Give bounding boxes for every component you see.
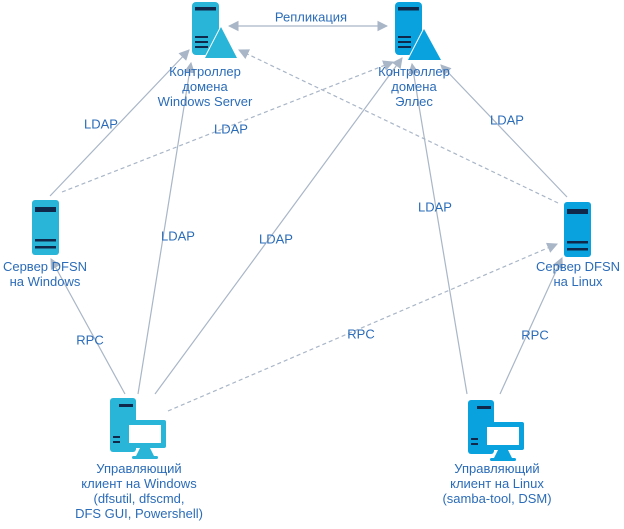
client-linux-label: Управляющий клиент на Linux (samba-tool,… [442,461,551,506]
edge-ldap-dfsn-windows-to-dc-windows [49,49,190,197]
client-windows-label: Управляющий клиент на Windows (dfsutil, … [75,461,203,521]
client-windows-workstation-icon [110,398,166,459]
dfsn-linux-label: Сервер DFSN на Linux [536,259,620,289]
dc-windows-label-line: домена [182,79,228,94]
replication-edge-label: Репликация [274,9,348,25]
dc-windows-label-line: Контроллер [169,64,241,79]
client-linux-label-line: Управляющий [454,461,540,476]
dfsn-windows-label-line: на Windows [9,274,81,289]
dc-windows-label-line: Windows Server [157,94,253,109]
ldap-label-client-linux-dc-elles: LDAP [418,199,452,215]
domain-controller-elles-icon [395,2,443,61]
rpc-label-client-linux-dfsn-linux: RPC [521,327,549,343]
dfsn-linux-label-line: Сервер DFSN [535,259,621,274]
ldap-label-client-windows-dc-elles: LDAP [259,231,293,247]
ldap-label-client-windows-dc-windows: LDAP [161,228,195,244]
client-windows-label-line: (dfsutil, dfscmd, [93,491,185,506]
dc-windows-label: Контроллер домена Windows Server [158,64,253,109]
edge-ldap-dfsn-linux-to-dc-elles [440,64,568,198]
dc-elles-label: Контроллер домена Эллес [378,64,450,109]
dc-elles-label-line: домена [391,79,437,94]
dfsn-windows-label-line: Сервер DFSN [2,259,88,274]
client-linux-label-line: (samba-tool, DSM) [442,491,552,506]
rpc-label-client-windows-dfsn-linux: RPC [347,326,375,342]
dfsn-windows-server-icon [32,200,59,255]
edge-ldap-client-linux-to-dc-elles [408,62,468,395]
ldap-label-dfsn-windows-dc-elles: LDAP [214,121,248,137]
edge-ldap-dfsn-linux-to-dc-windows [238,49,559,204]
dfsn-windows-label: Сервер DFSN на Windows [3,259,87,289]
client-linux-label-line: клиент на Linux [450,476,544,491]
dc-elles-label-line: Эллес [395,94,433,109]
dc-elles-label-line: Контроллер [378,64,450,79]
edge-ldap-client-windows-to-dc-windows [137,61,195,395]
client-windows-label-line: DFS GUI, Powershell) [75,506,203,521]
client-windows-label-line: Управляющий [96,461,182,476]
edge-ldap-dfsn-windows-to-dc-elles [61,60,395,193]
client-windows-label-line: клиент на Windows [81,476,197,491]
edge-rpc-client-windows-to-dfsn-windows [50,258,126,395]
ldap-label-dfsn-linux-dc-elles: LDAP [490,112,524,128]
client-linux-workstation-icon [468,400,524,461]
edge-rpc-client-windows-to-dfsn-linux [167,242,558,412]
rpc-label-client-windows-dfsn-windows: RPC [76,332,104,348]
edge-rpc-client-linux-to-dfsn-linux [499,257,563,395]
ldap-label-dfsn-windows-dc-windows: LDAP [84,116,118,132]
edge-ldap-client-windows-to-dc-elles [154,57,403,395]
dfsn-linux-server-icon [564,202,591,257]
domain-controller-windows-icon [192,2,239,59]
dfsn-linux-label-line: на Linux [553,274,603,289]
